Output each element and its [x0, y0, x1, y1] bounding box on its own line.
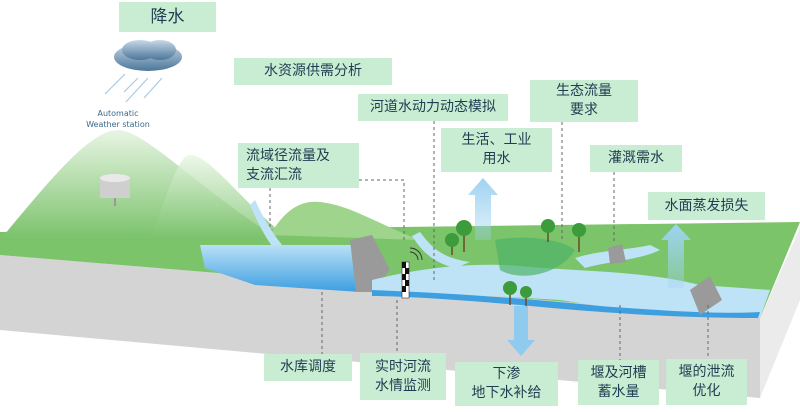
- arrow-up-icon: [468, 178, 498, 240]
- label-hydrodynamic: 河道水动力动态模拟: [358, 94, 508, 121]
- dam: [350, 235, 390, 292]
- stream: [250, 200, 282, 246]
- weather-station-icon: [100, 174, 130, 206]
- label-supply-demand: 水资源供需分析: [234, 58, 392, 85]
- mountain: [150, 155, 290, 240]
- label-weir-storage: 堰及河槽蓄水量: [578, 360, 659, 405]
- leader-lines: [269, 121, 709, 360]
- reservoir: [200, 245, 360, 292]
- weir: [690, 276, 722, 315]
- label-reservoir: 水库调度: [264, 354, 352, 381]
- water-gauge-icon: [401, 247, 423, 299]
- weir: [608, 244, 626, 264]
- arrow-up-icon: [661, 224, 691, 288]
- river-channel: [372, 290, 760, 318]
- label-evaporation: 水面蒸发损失: [648, 192, 765, 220]
- label-domestic-industrial: 生活、工业用水: [441, 128, 552, 172]
- river: [372, 264, 770, 318]
- ground-front-face: [0, 255, 760, 398]
- arrow-down-icon: [507, 306, 535, 356]
- rain-icon: [104, 73, 163, 103]
- tributary: [412, 232, 470, 268]
- label-irrigation: 灌溉需水: [590, 145, 682, 172]
- cloud-icon: [114, 40, 182, 71]
- label-precipitation: 降水: [119, 2, 216, 32]
- hill: [270, 201, 420, 240]
- tree-icon: [445, 219, 586, 298]
- weather-station-label: Automatic Weather station: [86, 109, 150, 129]
- ground-side-face: [760, 228, 800, 398]
- label-eco-flow: 生态流量要求: [530, 80, 638, 122]
- label-runoff: 流域径流量及支流汇流: [238, 143, 359, 188]
- label-weir-discharge: 堰的泄流优化: [666, 359, 747, 405]
- label-monitoring: 实时河流水情监测: [360, 353, 446, 400]
- wetland: [495, 237, 575, 276]
- label-infiltration: 下渗地下水补给: [455, 362, 558, 406]
